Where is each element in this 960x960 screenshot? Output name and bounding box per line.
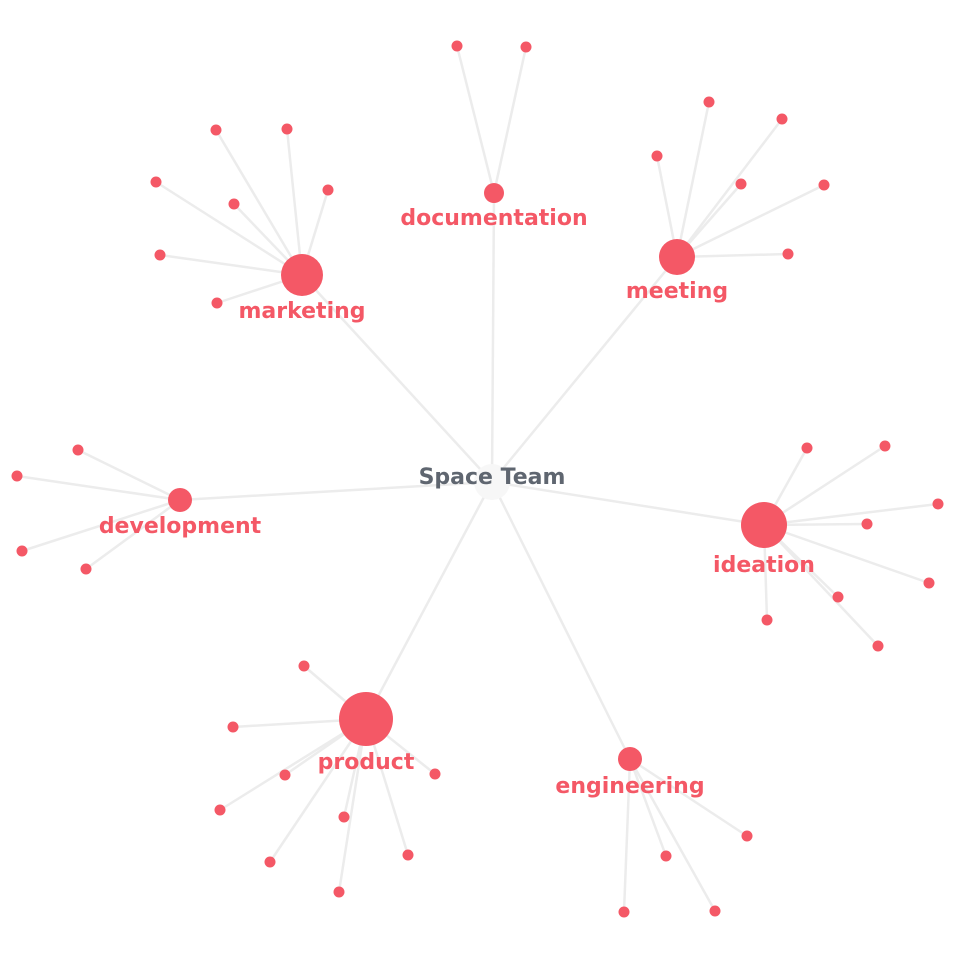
leaf-node-product-0[interactable] — [298, 660, 310, 672]
edge-root-development — [179, 480, 493, 502]
group-label-marketing[interactable]: marketing — [238, 299, 365, 324]
edge-root-meeting — [491, 256, 678, 483]
group-nodes-layer — [168, 183, 787, 771]
leaf-node-marketing-4[interactable] — [322, 184, 334, 196]
edge-root-marketing — [301, 274, 493, 483]
leaf-node-marketing-3[interactable] — [228, 198, 240, 210]
edge-development-leaf-1 — [16, 474, 181, 502]
edge-meeting-leaf-5 — [676, 252, 789, 259]
leaf-node-ideation-3[interactable] — [861, 518, 873, 530]
leaf-node-documentation-1[interactable] — [520, 41, 532, 53]
edge-root-engineering — [490, 481, 632, 760]
edge-ideation-leaf-4 — [763, 523, 930, 585]
leaf-node-engineering-2[interactable] — [709, 905, 721, 917]
root-label[interactable]: Space Team — [419, 465, 566, 490]
edge-documentation-leaf-1 — [492, 46, 528, 194]
edge-engineering-leaf-0 — [629, 757, 748, 838]
leaf-node-development-0[interactable] — [72, 444, 84, 456]
group-node-marketing[interactable] — [281, 254, 323, 296]
leaf-node-product-6[interactable] — [333, 886, 345, 898]
labels-layer: Space Team documentation meeting ideatio… — [99, 206, 815, 799]
edge-ideation-leaf-1 — [763, 444, 886, 527]
group-label-ideation[interactable]: ideation — [713, 553, 815, 578]
leaf-node-product-8[interactable] — [429, 768, 441, 780]
edge-marketing-leaf-5 — [159, 253, 303, 277]
edge-product-leaf-5 — [268, 718, 368, 863]
leaf-node-marketing-0[interactable] — [210, 124, 222, 136]
edge-ideation-leaf-6 — [763, 524, 879, 647]
edge-engineering-leaf-2 — [628, 758, 717, 912]
edge-marketing-leaf-2 — [155, 180, 303, 277]
leaf-node-engineering-3[interactable] — [618, 906, 630, 918]
leaf-node-product-1[interactable] — [227, 721, 239, 733]
leaf-node-marketing-6[interactable] — [211, 297, 223, 309]
edge-root-ideation — [491, 480, 765, 527]
leaf-node-product-4[interactable] — [338, 811, 350, 823]
group-node-meeting[interactable] — [659, 239, 695, 275]
leaf-node-engineering-1[interactable] — [660, 850, 672, 862]
leaf-node-ideation-7[interactable] — [761, 614, 773, 626]
group-label-product[interactable]: product — [318, 750, 415, 775]
edge-meeting-leaf-2 — [676, 118, 783, 258]
leaf-node-ideation-1[interactable] — [879, 440, 891, 452]
leaf-node-product-3[interactable] — [214, 804, 226, 816]
leaf-node-meeting-3[interactable] — [735, 178, 747, 190]
leaf-node-development-2[interactable] — [16, 545, 28, 557]
leaf-node-product-5[interactable] — [264, 856, 276, 868]
leaf-node-documentation-0[interactable] — [451, 40, 463, 52]
group-node-development[interactable] — [168, 488, 192, 512]
group-label-engineering[interactable]: engineering — [555, 774, 704, 799]
edge-marketing-leaf-0 — [214, 129, 304, 276]
leaf-node-ideation-5[interactable] — [832, 591, 844, 603]
group-label-development[interactable]: development — [99, 514, 262, 539]
edge-ideation-leaf-2 — [763, 502, 939, 527]
edge-meeting-leaf-4 — [676, 183, 825, 259]
leaf-node-ideation-2[interactable] — [932, 498, 944, 510]
leaf-node-marketing-2[interactable] — [150, 176, 162, 188]
leaf-node-development-3[interactable] — [80, 563, 92, 575]
leaf-node-product-2[interactable] — [279, 769, 291, 781]
edge-development-leaf-0 — [77, 448, 181, 502]
edge-root-documentation — [490, 192, 496, 483]
edge-product-leaf-3 — [219, 717, 367, 812]
leaf-node-meeting-1[interactable] — [703, 96, 715, 108]
group-node-engineering[interactable] — [618, 747, 642, 771]
leaf-node-meeting-4[interactable] — [818, 179, 830, 191]
leaf-node-ideation-4[interactable] — [923, 577, 935, 589]
edge-documentation-leaf-0 — [455, 45, 496, 194]
group-node-product[interactable] — [339, 692, 393, 746]
edge-development-leaf-3 — [85, 498, 181, 571]
leaf-node-engineering-0[interactable] — [741, 830, 753, 842]
leaf-node-ideation-0[interactable] — [801, 442, 813, 454]
edge-product-leaf-6 — [337, 718, 368, 893]
leaf-node-meeting-0[interactable] — [651, 150, 663, 162]
group-node-documentation[interactable] — [484, 183, 504, 203]
leaf-node-marketing-5[interactable] — [154, 249, 166, 261]
group-node-ideation[interactable] — [741, 502, 787, 548]
edge-engineering-leaf-1 — [628, 758, 668, 857]
leaf-nodes-layer — [11, 40, 944, 918]
edge-engineering-leaf-3 — [622, 758, 632, 913]
leaf-node-development-1[interactable] — [11, 470, 23, 482]
leaf-node-product-7[interactable] — [402, 849, 414, 861]
edge-marketing-leaf-1 — [285, 128, 304, 276]
group-label-documentation[interactable]: documentation — [400, 206, 587, 231]
leaf-node-ideation-6[interactable] — [872, 640, 884, 652]
edge-development-leaf-2 — [21, 498, 181, 553]
group-label-meeting[interactable]: meeting — [626, 279, 728, 304]
root-node[interactable] — [474, 464, 510, 500]
leaf-node-marketing-1[interactable] — [281, 123, 293, 135]
leaf-node-meeting-2[interactable] — [776, 113, 788, 125]
leaf-node-meeting-5[interactable] — [782, 248, 794, 260]
edge-meeting-leaf-1 — [675, 101, 711, 258]
edge-root-product — [364, 481, 494, 720]
